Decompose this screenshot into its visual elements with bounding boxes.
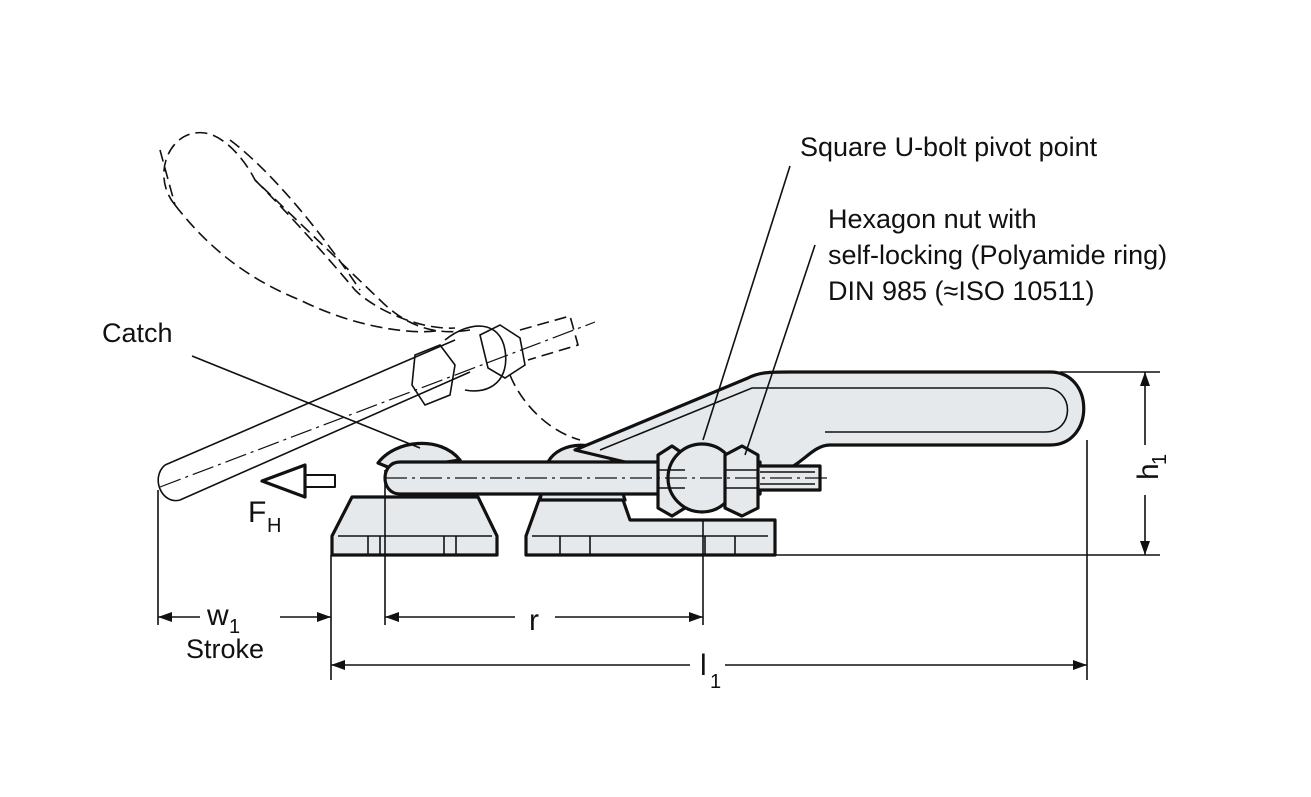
thread-lines [760,471,815,485]
handle-inner-line [599,387,1069,451]
dim-w1-label: w [206,599,229,632]
dimension-w1 [158,612,331,622]
pivot-label: Square U-bolt pivot point [800,132,1098,162]
pivot-ball-nut-assembly [656,442,760,518]
catch-label: Catch [102,318,173,348]
dim-h1-subscript: 1 [1149,454,1171,465]
dim-h1-label: h [1132,463,1165,480]
catch-leader [191,355,421,449]
dim-l1-label: l [700,649,707,682]
clamp-base-plate [524,495,777,557]
stroke-label: Stroke [186,634,264,664]
catch-base-plate [330,495,499,557]
hex-nut-label-line1: Hexagon nut with [828,204,1037,234]
open-position-ghost [157,131,596,502]
dimension-l1 [331,660,1087,670]
pivot-leader [702,165,791,441]
dim-l1-subscript: 1 [710,671,721,693]
dim-r-label: r [529,604,539,637]
force-subscript: H [267,515,281,537]
dim-w1-subscript: 1 [229,616,240,638]
dimension-h1 [1140,372,1150,555]
force-arrow [260,463,336,499]
hex-nut-label-line3: DIN 985 (≈ISO 10511) [828,276,1094,306]
nut-leader [744,244,816,456]
hex-nut-label-line2: self-locking (Polyamide ring) [828,240,1167,270]
clamp-handle [573,370,1086,470]
dimension-r [385,612,703,622]
force-label: F [248,496,266,529]
